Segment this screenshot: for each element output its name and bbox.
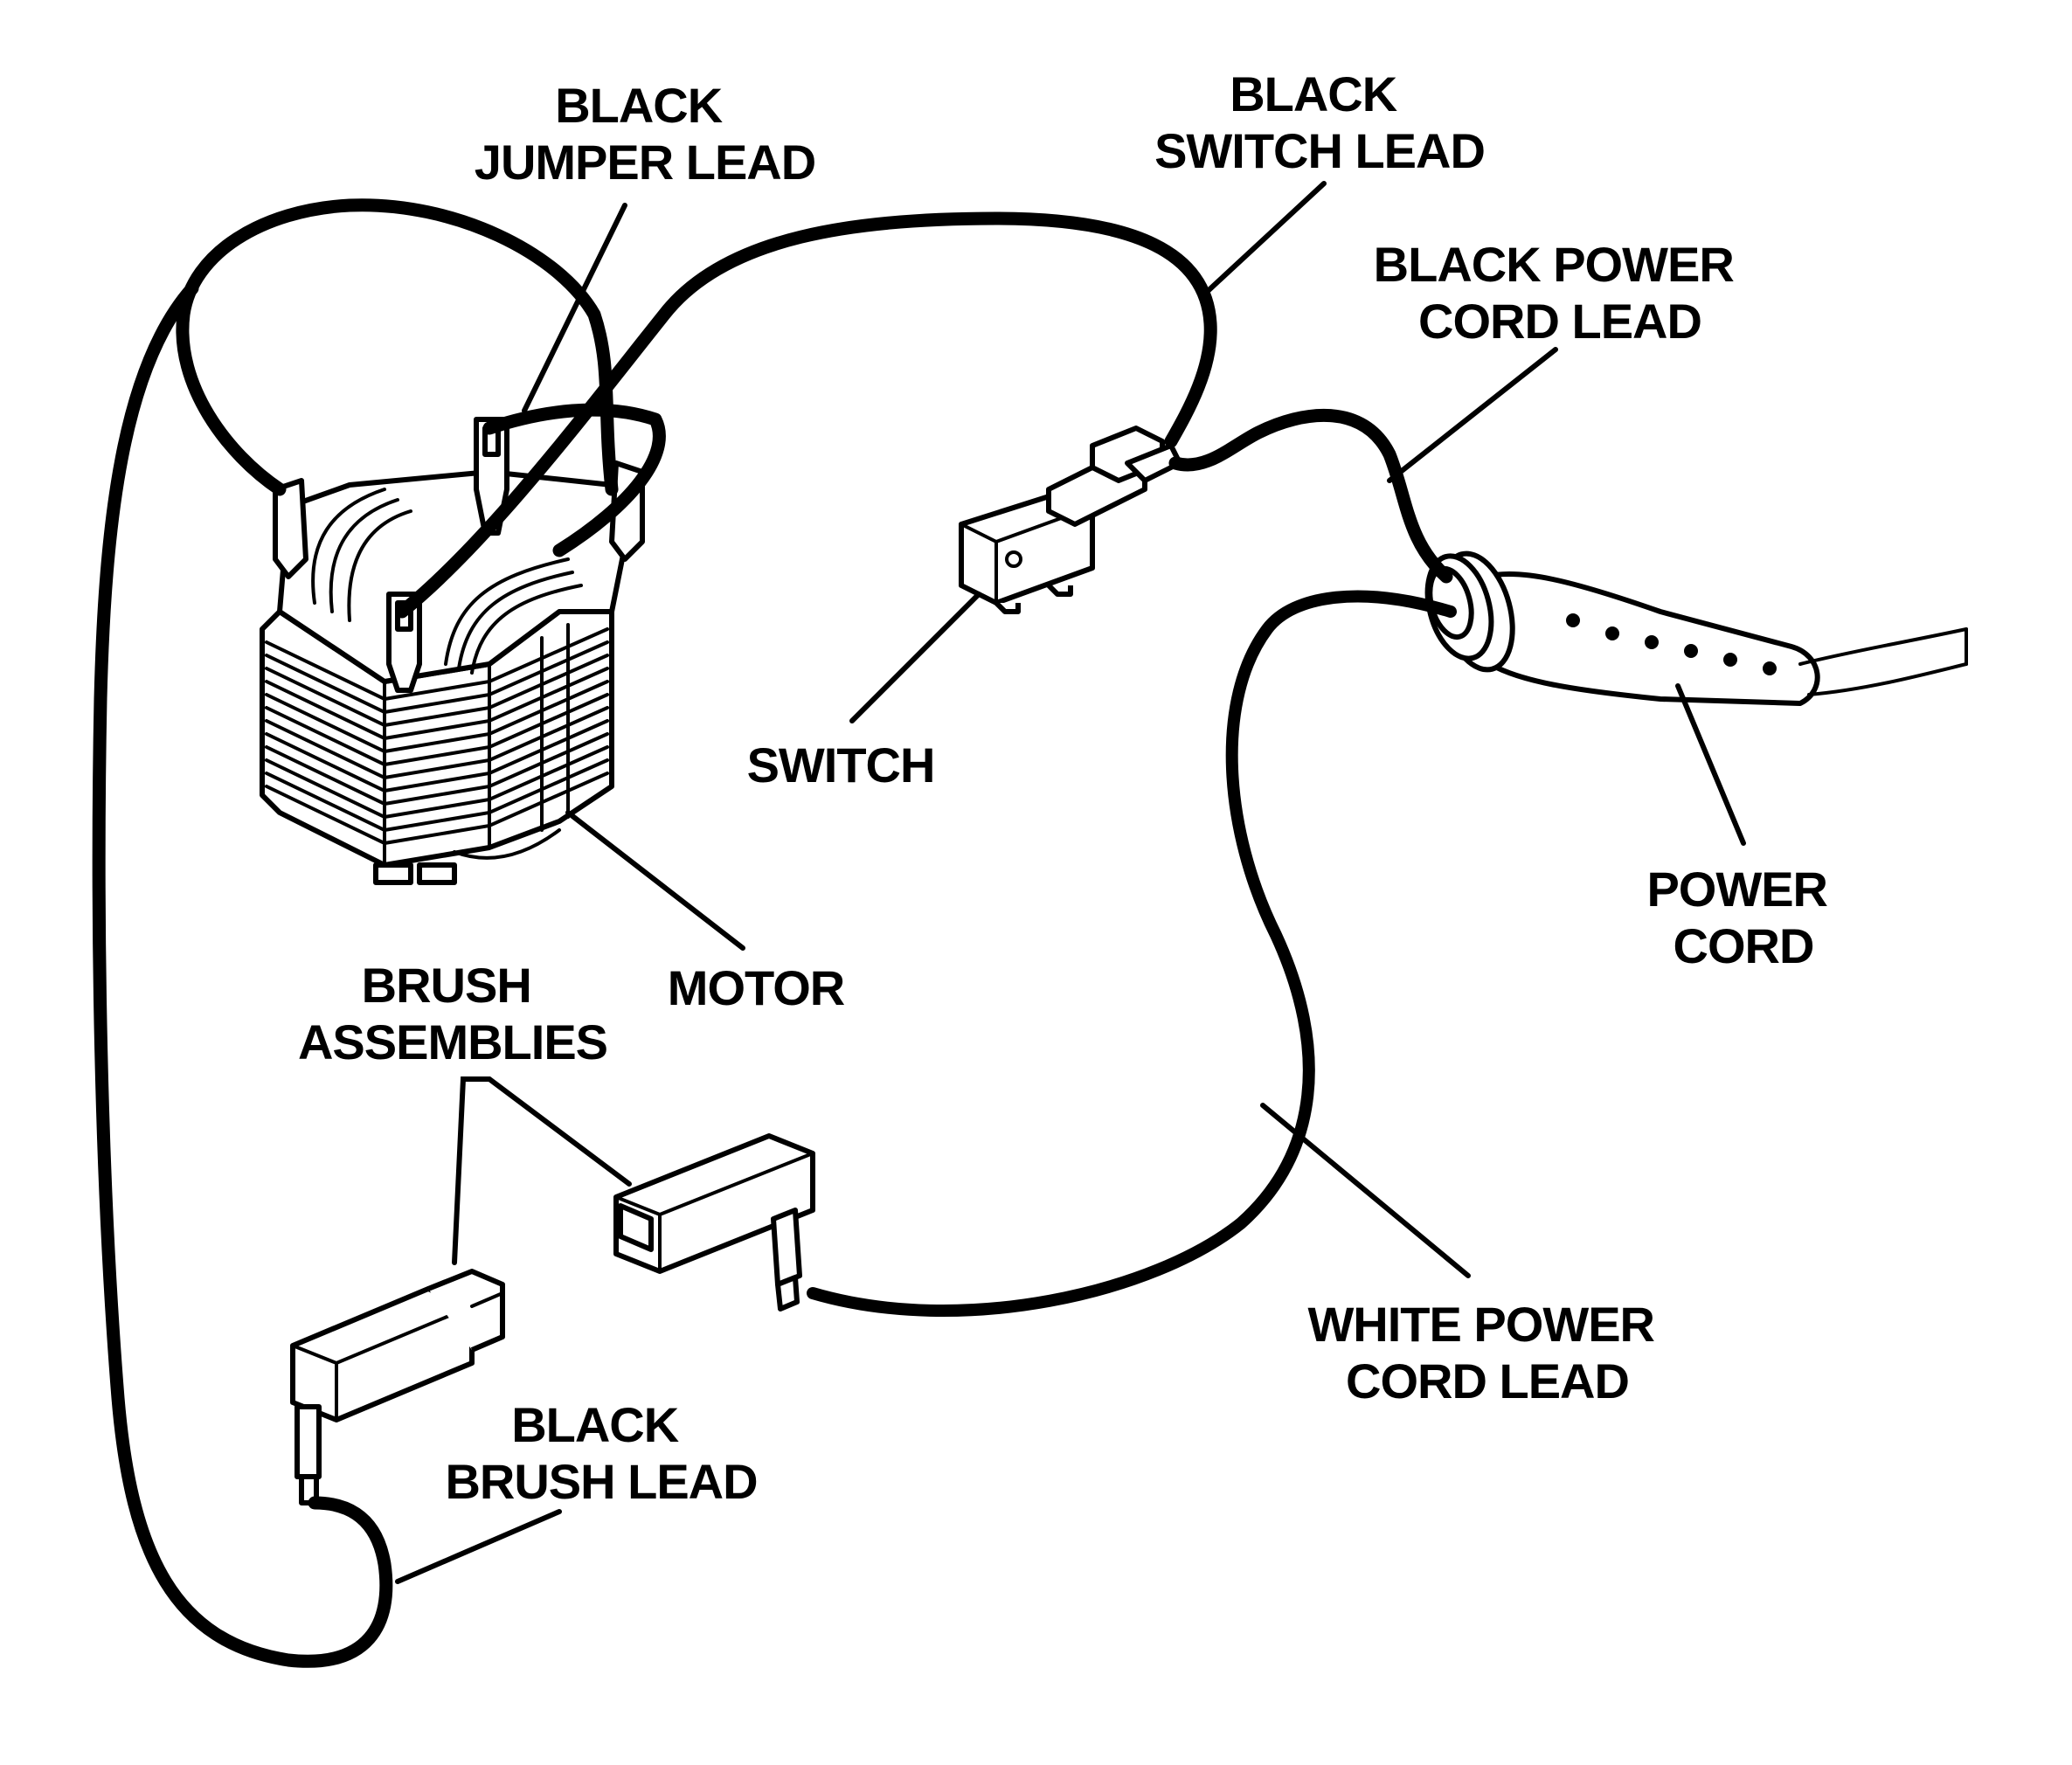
label-power-cord: POWER CORD xyxy=(1646,862,1840,973)
leader-black-jumper-lead xyxy=(522,203,627,413)
black-power-cord-lead-wire xyxy=(1168,408,1453,584)
label-black-switch-lead: BLACK SWITCH LEAD xyxy=(1154,66,1485,178)
motor xyxy=(260,417,645,885)
brush-assembly-lower xyxy=(290,1269,505,1505)
label-brush-assemblies: BRUSH ASSEMBLIES xyxy=(298,958,607,1069)
label-black-jumper-lead: BLACK JUMPER LEAD xyxy=(475,78,815,190)
black-jumper-lead-wire xyxy=(482,403,666,557)
brush-assembly-upper xyxy=(613,1133,815,1312)
label-black-power-cord-lead: BLACK POWER CORD LEAD xyxy=(1374,237,1747,349)
leader-black-switch-lead xyxy=(1203,181,1327,295)
leader-black-power-cord-lead xyxy=(1387,347,1558,483)
white-power-cord-lead-wire-inner xyxy=(809,593,1454,1314)
label-white-power-cord-lead: WHITE POWER CORD LEAD xyxy=(1307,1297,1667,1409)
label-switch: SWITCH xyxy=(747,737,935,793)
leader-power-cord xyxy=(1675,683,1746,846)
leader-black-brush-lead xyxy=(395,1509,562,1584)
leader-motor xyxy=(565,810,745,951)
leader-switch xyxy=(849,592,981,723)
black-brush-lead-wire xyxy=(176,198,619,496)
switch xyxy=(959,426,1182,614)
label-black-brush-lead: BLACK BRUSH LEAD xyxy=(445,1397,757,1509)
motor-laminations xyxy=(265,623,609,867)
power-cord xyxy=(1424,550,1968,706)
leader-white-power-cord-lead xyxy=(1260,1103,1471,1278)
strain-relief-dots xyxy=(1566,613,1777,675)
black-switch-lead-wire xyxy=(395,211,1217,619)
label-motor: MOTOR xyxy=(668,960,845,1015)
white-power-cord-lead-wire-outer xyxy=(807,590,1457,1317)
black-brush-lead-wire-loop xyxy=(92,281,393,1668)
leader-brush-assemblies xyxy=(452,1076,632,1265)
